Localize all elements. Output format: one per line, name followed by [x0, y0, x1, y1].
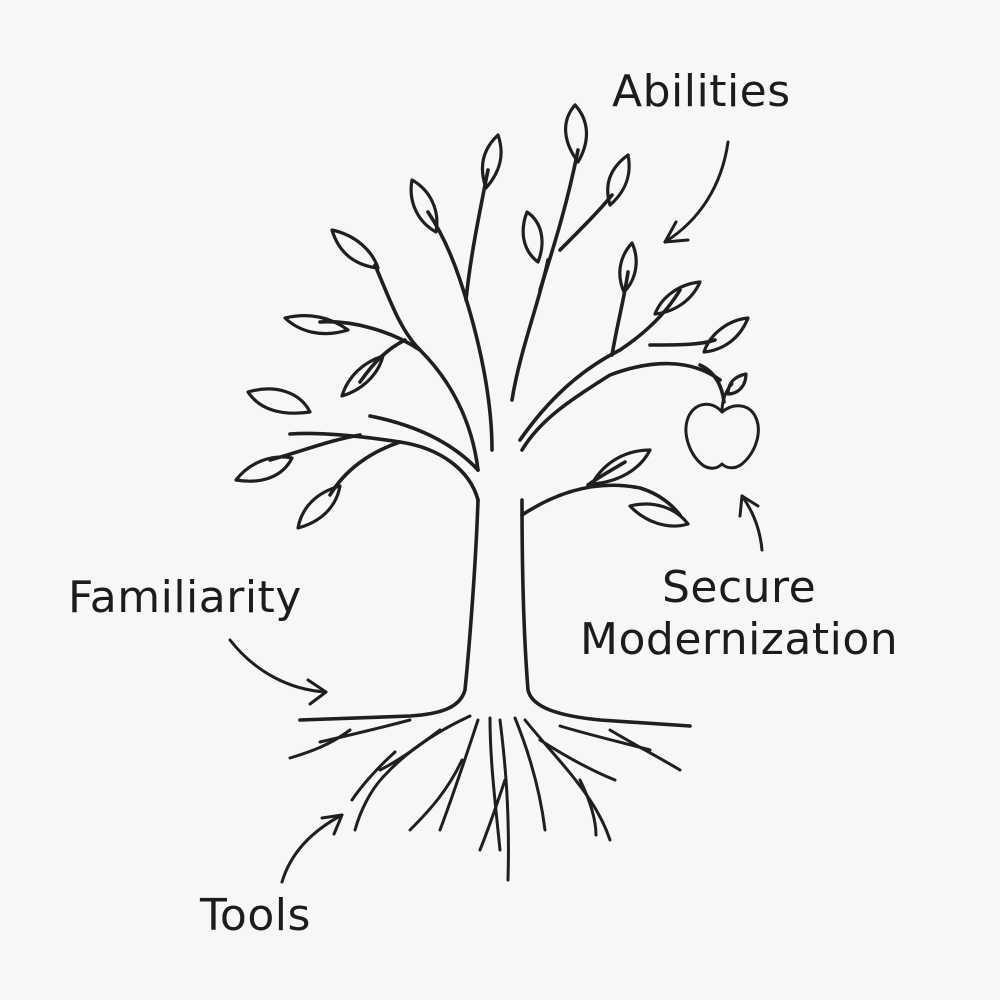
- label-secure-modernization: Secure Modernization: [580, 562, 898, 666]
- label-abilities: Abilities: [612, 66, 791, 117]
- label-tools: Tools: [200, 890, 311, 941]
- tree-leaves: [234, 103, 750, 530]
- label-familiarity: Familiarity: [68, 572, 302, 623]
- arrow-icon: [228, 140, 764, 884]
- tree-trunk: [298, 498, 692, 728]
- label-secure-line1: Secure: [661, 562, 817, 613]
- apple-icon: [684, 372, 760, 470]
- label-secure-line2: Modernization: [580, 614, 899, 665]
- tree-roots: [288, 714, 682, 882]
